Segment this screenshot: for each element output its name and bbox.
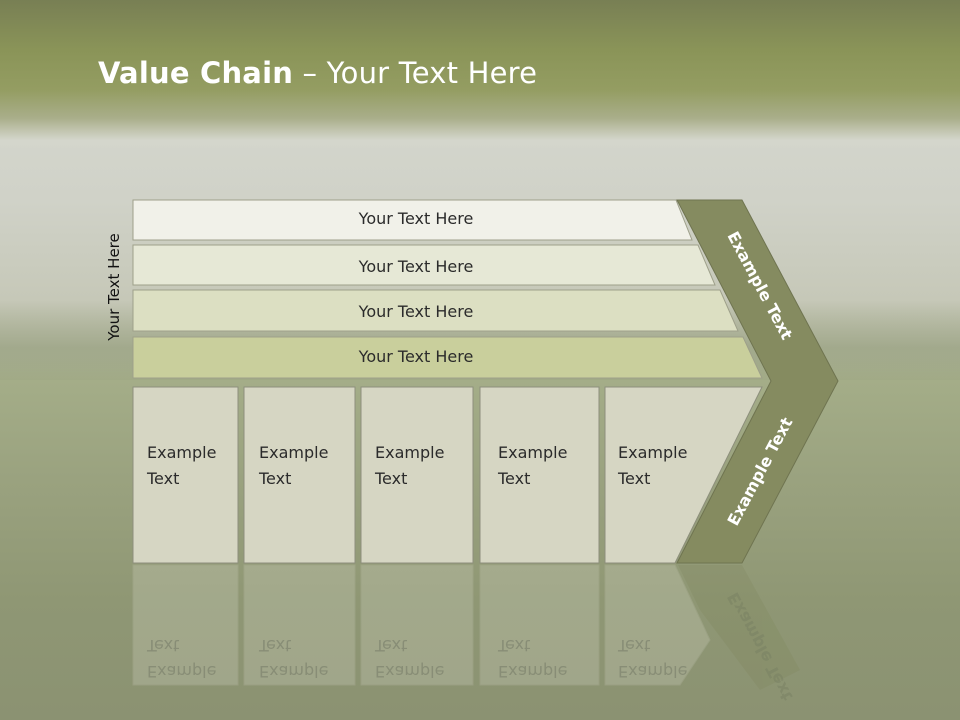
box-text-5: Example Text (618, 440, 687, 492)
box-text-3: Example Text (375, 440, 444, 492)
title-bold: Value Chain (98, 56, 294, 90)
box-reflection-text-2: Example Text (259, 632, 328, 684)
box-text-4: Example Text (498, 440, 567, 492)
box-reflection-text-3: Example Text (375, 632, 444, 684)
box-shape-3 (360, 386, 474, 564)
side-label: Your Text Here (105, 233, 123, 341)
row-shape-4 (132, 336, 763, 379)
box-shape-5 (604, 386, 763, 564)
box-text-4-line2: Text (498, 469, 531, 488)
box-text-5-line1: Example (618, 443, 688, 462)
row-label-2: Your Text Here (358, 257, 474, 276)
box-reflection-1 (132, 564, 239, 686)
row-shape-1 (132, 199, 693, 241)
box-reflection-5 (604, 564, 711, 686)
box-reflection-text-1: Example Text (147, 632, 216, 684)
box-text-2: Example Text (259, 440, 328, 492)
box-reflection-text-4: Example Text (498, 632, 567, 684)
chevron-shape (676, 199, 839, 564)
title-rest: – Your Text Here (293, 56, 538, 90)
box-reflection-3 (360, 564, 474, 686)
box-reflection-text-5-line2: Text (618, 636, 651, 655)
box-text-2-line2: Text (259, 469, 292, 488)
box-reflection-2 (243, 564, 356, 686)
box-text-1: Example Text (147, 440, 216, 492)
box-shape-1 (132, 386, 239, 564)
box-shape-4 (479, 386, 600, 564)
box-reflection-text-2-line1: Example (259, 662, 329, 681)
box-text-1-line1: Example (147, 443, 217, 462)
reflection-group (132, 564, 800, 690)
box-reflection-text-3-line2: Text (375, 636, 408, 655)
box-reflection-text-4-line2: Text (498, 636, 531, 655)
box-text-3-line2: Text (375, 469, 408, 488)
header-band (0, 0, 960, 150)
box-shape-2 (243, 386, 356, 564)
row-label-4: Your Text Here (358, 347, 474, 366)
box-reflection-text-5: Example Text (618, 632, 687, 684)
box-reflection-text-3-line1: Example (375, 662, 445, 681)
row-label-3: Your Text Here (358, 302, 474, 321)
box-reflection-text-4-line1: Example (498, 662, 568, 681)
box-text-5-line2: Text (618, 469, 651, 488)
box-text-3-line1: Example (375, 443, 445, 462)
box-reflection-text-1-line1: Example (147, 662, 217, 681)
box-reflection-text-2-line2: Text (259, 636, 292, 655)
box-text-4-line1: Example (498, 443, 568, 462)
box-reflection-text-1-line2: Text (147, 636, 180, 655)
box-reflection-4 (479, 564, 600, 686)
chevron-reflection (678, 565, 800, 690)
row-label-1: Your Text Here (358, 209, 474, 228)
box-text-2-line1: Example (259, 443, 329, 462)
page-title: Value Chain – Your Text Here (98, 56, 537, 90)
box-reflection-text-5-line1: Example (618, 662, 688, 681)
box-text-1-line2: Text (147, 469, 180, 488)
row-shape-2 (132, 244, 716, 286)
row-shape-3 (132, 289, 739, 332)
